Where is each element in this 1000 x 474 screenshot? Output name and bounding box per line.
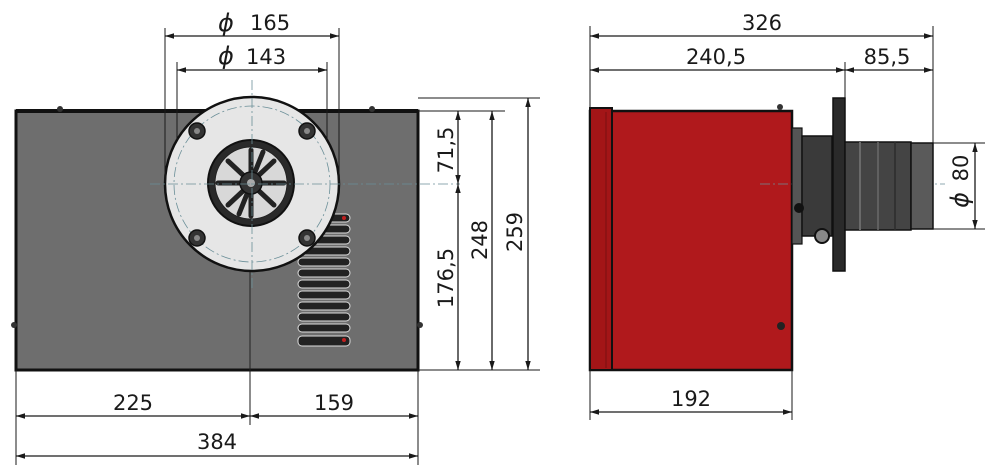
screw-icon [57,106,63,112]
flange-bolts [188,122,316,247]
mounting-flange [832,97,846,272]
blast-tube-nozzle [910,142,934,230]
dim-176-5: 176,5 [434,248,458,308]
side-view [588,97,945,372]
dim-259: 259 [503,212,527,252]
screw-icon [794,203,804,213]
dim-225: 225 [113,391,153,415]
dim-dia-80: 80 [949,155,973,182]
dim-159: 159 [314,391,354,415]
dim-dia-143: 143 [246,45,286,69]
dim-240-5: 240,5 [686,45,746,69]
side-view-dimensions: 326 240,5 85,5 ϕ 80 192 [589,11,985,420]
burner-mount [801,135,833,237]
front-view-dimensions: ϕ 165 ϕ 143 71,5 176,5 248 259 225 159 3… [15,9,540,465]
diameter-symbol: ϕ [218,9,234,37]
diameter-symbol: ϕ [946,192,974,208]
screw-icon [11,322,17,328]
dim-71-5: 71,5 [434,127,458,174]
side-housing [588,109,794,372]
screw-icon [369,106,375,112]
screw-icon [777,322,785,330]
dim-248: 248 [468,220,492,260]
dim-326: 326 [742,11,782,35]
fan-blades [215,147,287,219]
bolt-icon [814,228,830,244]
screw-icon [777,104,783,110]
front-view [11,80,460,372]
dim-dia-165: 165 [250,11,290,35]
diameter-symbol: ϕ [218,42,234,70]
dim-85-5: 85,5 [864,45,911,69]
screw-icon [417,322,423,328]
dim-384: 384 [197,430,237,454]
dim-192: 192 [671,387,711,411]
